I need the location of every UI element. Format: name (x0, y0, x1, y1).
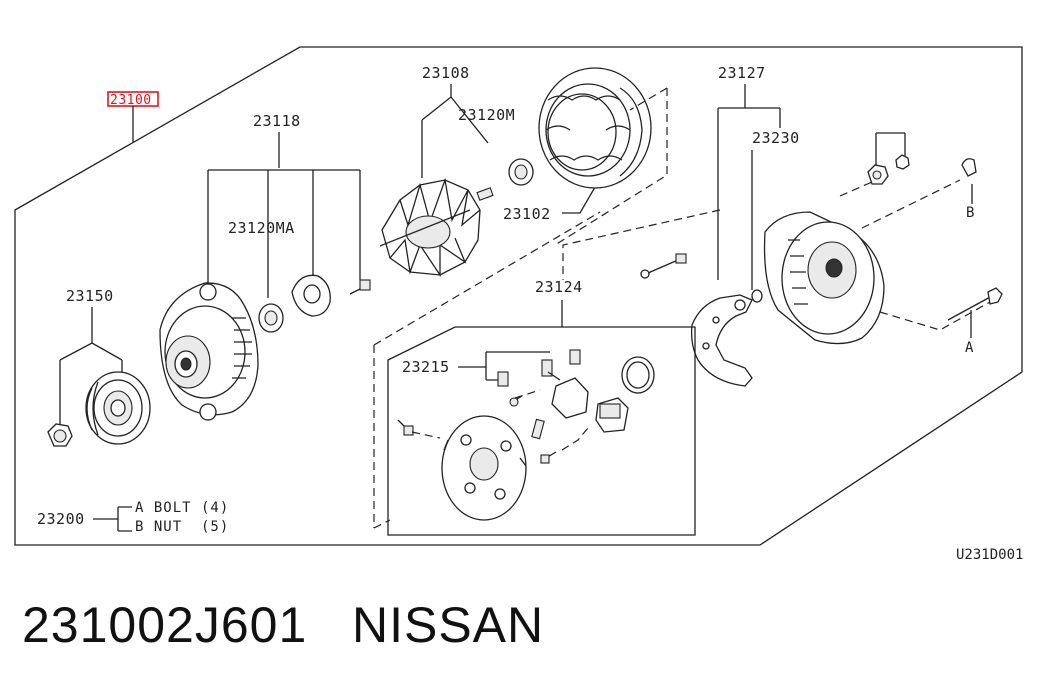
rear-housing[interactable] (763, 211, 885, 345)
label-23127[interactable]: 23127 (718, 64, 766, 82)
part-number: 231002J601 (22, 597, 308, 653)
label-23120ma[interactable]: 23120MA (228, 219, 295, 237)
rectifier-plate[interactable] (441, 415, 527, 521)
terminal-insulator[interactable] (961, 158, 977, 177)
brand-name: NISSAN (351, 597, 545, 653)
rear-bearing[interactable] (508, 158, 534, 186)
leader-23230 (751, 132, 906, 290)
through-bolt-left[interactable] (640, 253, 687, 279)
holder-screw-2[interactable] (509, 395, 523, 407)
label-23215[interactable]: 23215 (402, 358, 450, 376)
brush-spring[interactable] (531, 418, 545, 440)
seal-ring[interactable] (621, 356, 655, 394)
label-23102[interactable]: 23102 (503, 205, 551, 223)
dashed-rotor-to-stator (554, 87, 668, 246)
legend-row-b: B NUT (5) (135, 519, 229, 535)
holder-screw-3[interactable] (540, 451, 557, 464)
rotor-assembly[interactable] (379, 177, 494, 278)
rectifier-bracket[interactable] (690, 294, 753, 387)
terminal-nut-b[interactable] (895, 154, 910, 170)
leader-23108 (421, 84, 489, 178)
label-23118[interactable]: 23118 (253, 112, 301, 130)
dashed-rear-housing (839, 179, 991, 331)
ref-a-right: A (965, 340, 974, 356)
label-23108[interactable]: 23108 (422, 64, 470, 82)
through-bolt-right[interactable] (947, 287, 1003, 321)
dashed-holder-lines (411, 389, 589, 451)
label-23120m[interactable]: 23120M (458, 106, 515, 124)
leader-23127 (717, 84, 781, 280)
part-number-footer: 231002J601 NISSAN (22, 596, 544, 654)
rectifier-box (387, 326, 696, 536)
legend-number[interactable]: 23200 (37, 510, 85, 528)
leader-23215 (458, 351, 550, 381)
leader-23150 (59, 307, 123, 430)
legend-row-a: A BOLT (4) (135, 500, 229, 516)
pulley-part[interactable] (85, 371, 151, 445)
ref-b-right: B (966, 205, 975, 221)
stator-coil[interactable] (538, 67, 652, 189)
front-housing[interactable] (159, 282, 259, 421)
label-23230[interactable]: 23230 (752, 129, 800, 147)
dashed-rectifier-region (373, 209, 721, 529)
ic-regulator[interactable] (595, 397, 629, 433)
washer-small[interactable] (751, 289, 763, 303)
label-23100[interactable]: 23100 (110, 93, 152, 108)
label-23124[interactable]: 23124 (535, 278, 583, 296)
terminal-nut-a[interactable] (867, 164, 889, 185)
retainer-screw[interactable] (349, 279, 371, 295)
pulley-nut[interactable] (47, 423, 73, 447)
diagram-code: U231D001 (956, 547, 1023, 563)
diagram-frame (14, 46, 1023, 546)
footer-spacer (307, 597, 352, 653)
holder-screw-1[interactable] (397, 419, 414, 436)
leader-23118 (207, 132, 361, 298)
bearing-retainer-plate[interactable] (291, 274, 331, 317)
legend-bracket (93, 506, 132, 532)
brush-holder[interactable] (497, 349, 589, 419)
label-23150[interactable]: 23150 (66, 287, 114, 305)
front-bearing[interactable] (258, 303, 284, 333)
